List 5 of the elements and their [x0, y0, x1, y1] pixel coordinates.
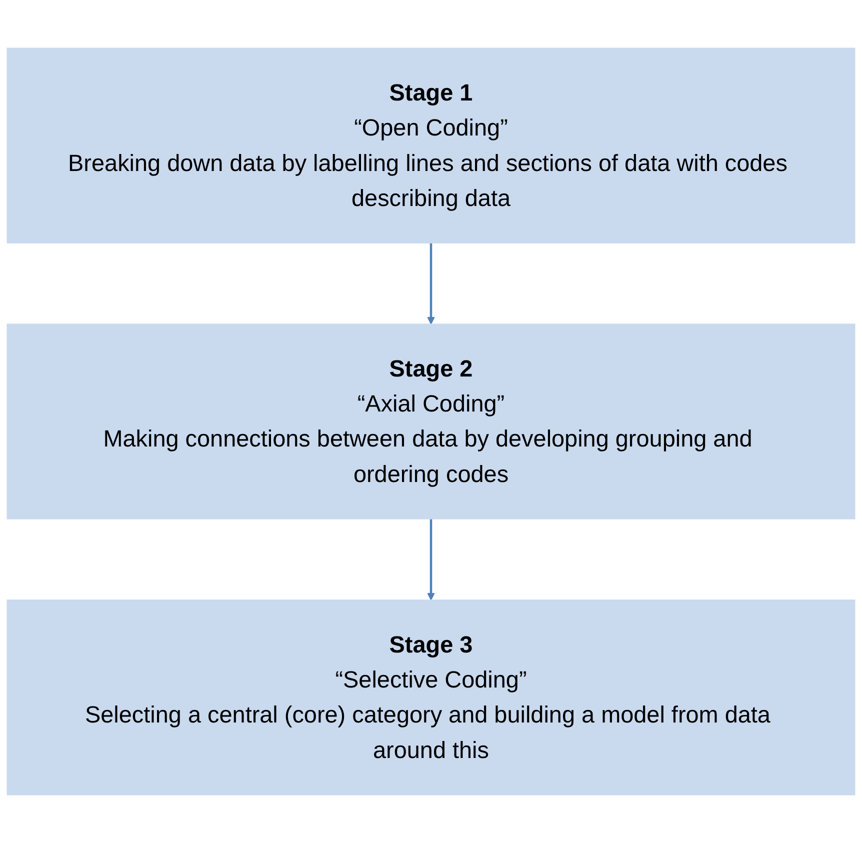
node-box: Stage 1 “Open Coding” Breaking down data by labelling lines and sections of data with codes describing data [6, 48, 856, 244]
node-box: Stage 2 “Axial Coding” Making connections between data by developing grouping and ordering codes [6, 324, 856, 520]
arrow [427, 518, 435, 600]
arrow [427, 242, 435, 324]
node-box: Stage 3 “Selective Coding” Selecting a central (core) category and building a model from data around this [6, 600, 856, 796]
